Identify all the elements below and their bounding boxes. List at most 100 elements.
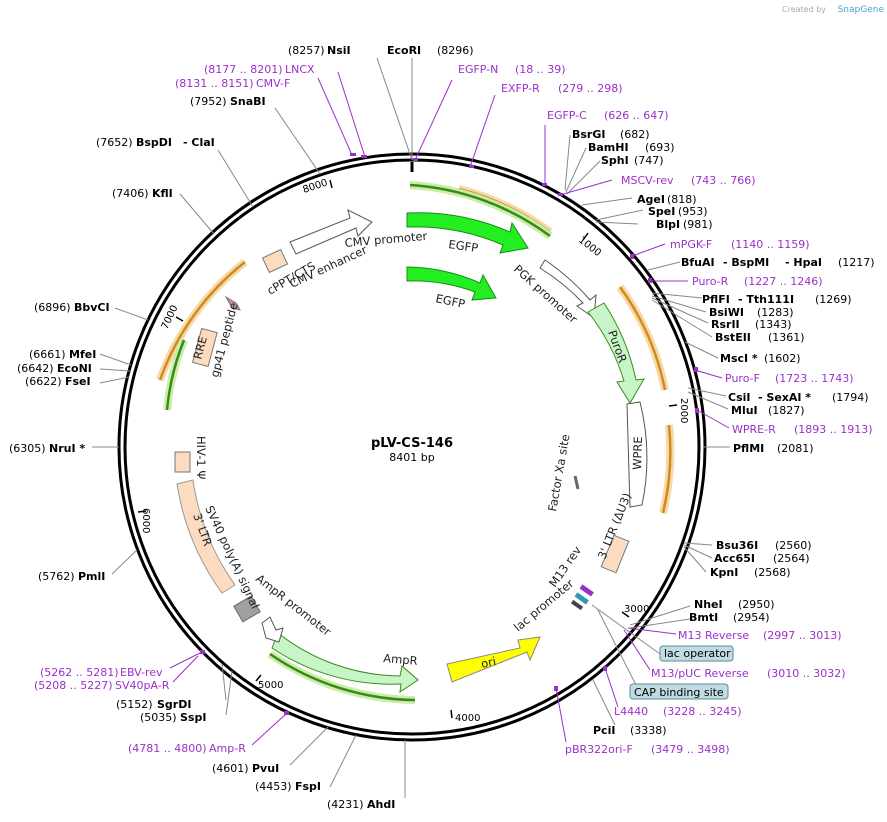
site-pos: (2950)	[738, 598, 775, 611]
plasmid-size: 8401 bp	[389, 451, 434, 464]
site-pos: (2560)	[775, 539, 812, 552]
primer-range: (626 .. 647)	[604, 109, 669, 122]
ampr-label: AmpR	[383, 651, 418, 668]
site-pos: (7652)	[96, 136, 133, 149]
primer-name: L4440	[614, 705, 648, 718]
orf-ampr	[269, 652, 416, 702]
orf-rre	[158, 261, 246, 381]
primer-name: LNCX	[285, 63, 315, 76]
site-name: CsiI	[728, 391, 750, 404]
site-name: EcoRI	[387, 44, 421, 57]
site-pos: (4601)	[212, 762, 249, 775]
site-name: - Tth111I	[738, 293, 794, 306]
site-pos: (6896)	[34, 301, 71, 314]
ampr-arrow	[271, 632, 419, 694]
site-name: Bsu36I	[716, 539, 758, 552]
site-name: FspI	[295, 780, 321, 793]
site-name: EcoNI	[57, 362, 92, 375]
primer-range: (3228 .. 3245)	[663, 705, 742, 718]
tick-2000: 2000	[678, 398, 689, 423]
cap-binding-box	[629, 683, 729, 700]
site-pos: (4453)	[255, 780, 292, 793]
site-name: BsiWI	[709, 306, 744, 319]
site-name: BstEII	[715, 331, 751, 344]
primer-name: M13 Reverse	[678, 629, 749, 642]
site-name: PciI	[593, 724, 615, 737]
tick-5000: 5000	[258, 680, 283, 691]
site-pos: (1217)	[838, 256, 875, 269]
wpre-label: WPRE	[630, 436, 645, 470]
orf-wpre	[661, 424, 672, 514]
site-pos: (3338)	[630, 724, 667, 737]
factor-xa-mark	[573, 475, 580, 490]
hiv-box	[174, 451, 191, 473]
site-pos: (2568)	[754, 566, 791, 579]
primer-range: (3479 .. 3498)	[651, 743, 730, 756]
primer-name: EXFP-R	[501, 82, 540, 95]
site-pos: (6661)	[29, 348, 66, 361]
primer-range: (5262 .. 5281)	[40, 666, 119, 679]
primer-range: (1140 .. 1159)	[731, 238, 810, 251]
primer-range: (1893 .. 1913)	[794, 423, 873, 436]
site-pos: (1283)	[757, 306, 794, 319]
site-name: AhdI	[367, 798, 395, 811]
ori-arrow	[446, 636, 541, 683]
site-pos: (818)	[667, 193, 697, 206]
site-pos: (1827)	[768, 404, 805, 417]
site-pos: (682)	[620, 128, 650, 141]
primer-range: (5208 .. 5227)	[34, 679, 113, 692]
site-name: BsrGI	[572, 128, 605, 141]
site-name: PflFI	[702, 293, 730, 306]
site-name: BamHI	[588, 141, 629, 154]
primer-name: Puro-F	[725, 372, 760, 385]
site-name: NruI *	[49, 442, 85, 455]
primer-name: CMV-F	[256, 77, 290, 90]
tick-1000: 1000	[576, 235, 603, 259]
primer-name: mPGK-F	[670, 238, 712, 251]
site-pos: (2954)	[733, 611, 770, 624]
site-pos: (5152)	[116, 698, 153, 711]
egfp-arrow-2	[406, 266, 497, 301]
primer-name: WPRE-R	[732, 423, 776, 436]
site-name: SspI	[180, 711, 206, 724]
tick-4000: 4000	[455, 713, 480, 724]
watermark-text: Created by	[782, 5, 826, 14]
primer-name: MSCV-rev	[621, 174, 674, 187]
primer-range: (1227 .. 1246)	[744, 275, 823, 288]
primer-range: (3010 .. 3032)	[767, 667, 846, 680]
boxed-label: CAP binding site	[634, 686, 724, 699]
site-name: - SexAI *	[758, 391, 811, 404]
egfp-label-2: EGFP	[434, 291, 466, 311]
site-pos: (4231)	[327, 798, 364, 811]
site-name: MfeI	[69, 348, 96, 361]
hiv-label: HIV-1 Ψ	[194, 436, 208, 479]
site-name: NheI	[694, 598, 723, 611]
site-name: SnaBI	[230, 95, 266, 108]
brand-logo: SnapGene	[838, 5, 885, 15]
primer-name: EBV-rev	[120, 666, 163, 679]
site-pos: (981)	[683, 218, 713, 231]
site-pos: (693)	[645, 141, 675, 154]
site-name: KpnI	[710, 566, 738, 579]
primer-name: Puro-R	[692, 275, 729, 288]
primer-range: (8177 .. 8201)	[204, 63, 283, 76]
site-name: AgeI	[637, 193, 665, 206]
egfp-arrow-1	[406, 212, 529, 254]
site-name: SpeI	[648, 205, 675, 218]
site-name: - BspMI	[723, 256, 769, 269]
primer-range: (743 .. 766)	[691, 174, 756, 187]
site-name: SphI	[601, 154, 629, 167]
rre-label: RRE	[190, 335, 210, 361]
boxed-label: lac operator	[664, 647, 731, 660]
wpre-box	[626, 401, 648, 508]
ori-label: ori	[480, 654, 498, 671]
site-pos: (1602)	[764, 352, 801, 365]
pgk-promoter-arrow	[539, 259, 597, 319]
ampr-promoter-arrow	[261, 616, 284, 643]
primer-range: (4781 .. 4800)	[128, 742, 207, 755]
site-name: BmtI	[689, 611, 718, 624]
site-pos: (8296)	[437, 44, 474, 57]
primer-name: SV40pA-R	[115, 679, 170, 692]
site-name: PvuI	[252, 762, 279, 775]
